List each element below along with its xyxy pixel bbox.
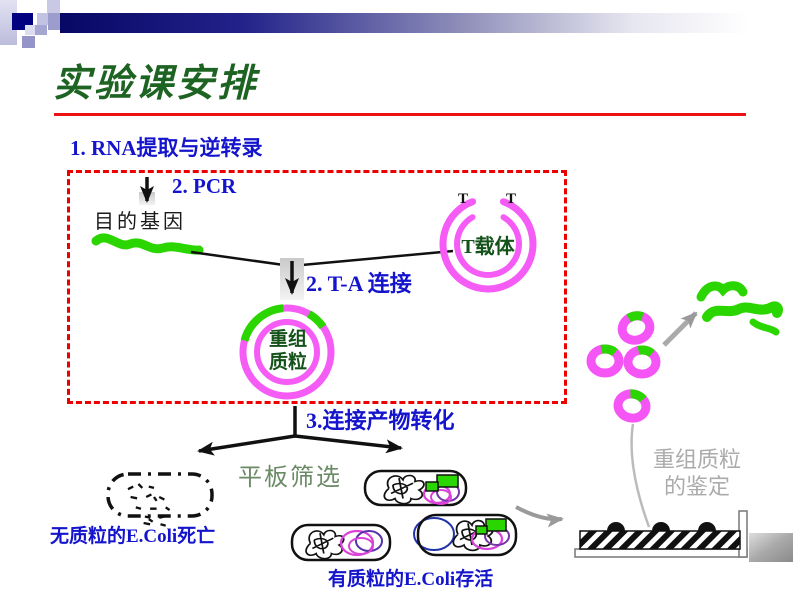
- gray-shadow-blob: [749, 533, 793, 562]
- t-overhang-left: T: [458, 191, 469, 207]
- deco-square: [37, 13, 48, 25]
- deco-square: [25, 25, 35, 35]
- green-ribbons: [696, 281, 783, 336]
- with-plasmid-caption: 有质粒的E.Coli存活: [328, 569, 494, 590]
- identification-line1: 重组质粒: [652, 447, 741, 472]
- target-gene-wave: [91, 233, 204, 255]
- step1-label: 1. RNA提取与逆转录: [70, 136, 263, 160]
- recombinant-plasmid-label: 重组 质粒: [257, 328, 319, 374]
- dead-cell-debris: [127, 483, 171, 527]
- recombinant-plasmid: [239, 304, 335, 400]
- cell-capsule-top: [363, 469, 468, 507]
- plate-screening-label: 平板筛选: [238, 465, 342, 491]
- title-underline: [54, 113, 746, 116]
- colony-bump: [698, 522, 716, 531]
- arrow-to-ribbons: [662, 311, 698, 347]
- identification-label: 重组质粒 的鉴定: [645, 446, 749, 500]
- cell-capsule-right: [413, 513, 518, 557]
- page-title: 实验课安排: [53, 63, 259, 105]
- top-gradient-bar: [60, 13, 793, 33]
- insert-green-arc: [630, 389, 647, 403]
- colony-bump: [652, 522, 670, 531]
- recombinant-line2: 质粒: [268, 352, 307, 373]
- target-gene-label: 目的基因: [94, 211, 186, 233]
- t-vector-label: T载体: [461, 236, 515, 258]
- plasmid-rings-cluster: [586, 311, 661, 423]
- step3-label: 3.连接产物转化: [306, 408, 455, 433]
- cell-capsule-left: [290, 523, 392, 562]
- insert-marker: [425, 481, 439, 492]
- dead-cell-capsule: [106, 472, 214, 527]
- gel-tray: [574, 548, 748, 558]
- insert-green-arc: [306, 310, 327, 330]
- identification-connector-line: [630, 423, 651, 528]
- t-vector-plasmid: [439, 198, 537, 293]
- no-plasmid-caption: 无质粒的E.Coli死亡: [50, 526, 216, 547]
- empty-plasmid-circle: [413, 517, 455, 551]
- arrow-rna-to-pcr: [139, 177, 155, 205]
- identification-line2: 的鉴定: [663, 474, 730, 499]
- t-overhang-labels: T T: [458, 191, 516, 208]
- insert-green-arc: [626, 311, 644, 323]
- insert-marker: [475, 525, 488, 535]
- gel-hatched-bar: [579, 530, 741, 550]
- colony-bump: [607, 522, 625, 531]
- insert-green-arc: [600, 344, 618, 357]
- insert-green-arc: [240, 304, 284, 342]
- arrow-to-identification: [515, 505, 564, 528]
- deco-square: [48, 13, 60, 30]
- t-overhang-right: T: [505, 191, 516, 207]
- process-dashed-box: [67, 170, 567, 404]
- left-gradient-strip: [0, 0, 17, 45]
- step-ta-label: 2. T-A 连接: [306, 271, 412, 296]
- recombinant-line1: 重组: [268, 329, 307, 350]
- insert-marker: [485, 518, 507, 532]
- ligation-converging-lines: [190, 249, 454, 300]
- insert-marker: [436, 474, 459, 488]
- deco-square: [22, 36, 35, 48]
- deco-square: [47, 0, 60, 13]
- insert-green-arc: [637, 345, 655, 358]
- gel-electrophoresis: [574, 510, 793, 562]
- transformation-arrows: [197, 406, 403, 456]
- deco-square: [35, 25, 47, 35]
- step2-pcr-label: 2. PCR: [172, 174, 237, 198]
